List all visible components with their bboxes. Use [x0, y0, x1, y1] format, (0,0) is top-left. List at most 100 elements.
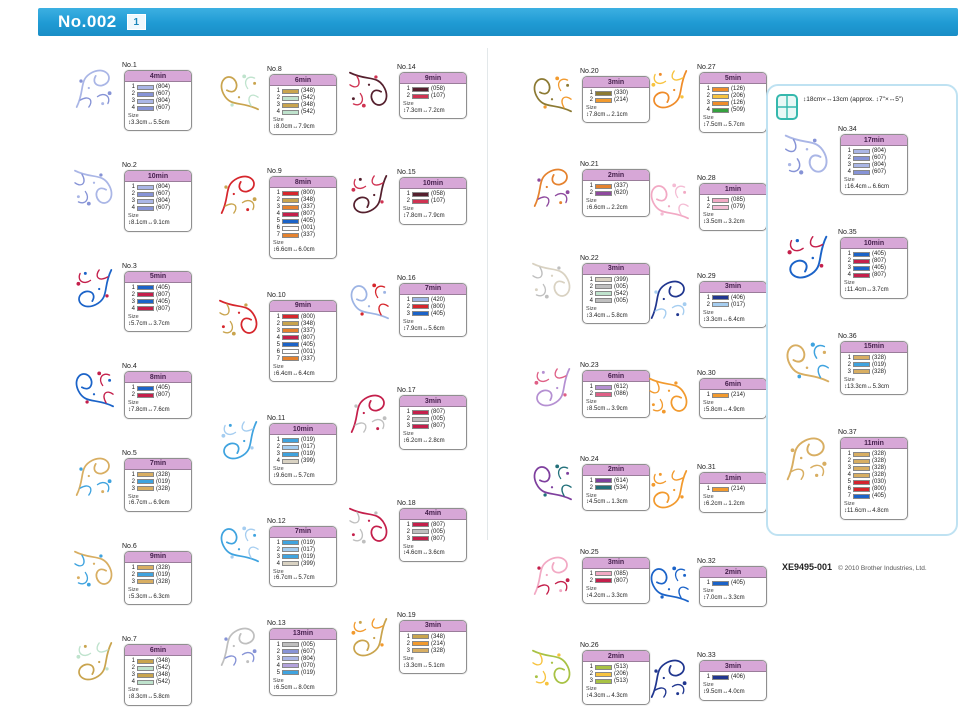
size-label: Size [273, 363, 284, 370]
color-code: (019) [156, 571, 171, 578]
design-card: 2min 1(513)2(206)3(513) Size ↕4.3cm↔4.3c… [582, 650, 650, 705]
design-card: 17min 1(804)2(607)3(804)4(607) Size ↕16.… [840, 134, 908, 196]
catalog-code: XE9495-001 [782, 562, 833, 572]
size-block: Size ↕5.7cm↔3.7cm [125, 313, 191, 331]
stitch-time-badge: 4min [400, 508, 466, 520]
size-label: Size [128, 213, 139, 220]
color-code: (614) [614, 477, 629, 484]
design-entry: No.16 7min 1(420)2(800)3(405) Size ↕7.9c… [343, 275, 467, 338]
design-column-3: No.14 9min 1(058)2(107) Size ↕7.3cm↔7.2c… [343, 64, 467, 675]
thread-color-list: 1(612)2(086) [583, 382, 649, 397]
color-swatch [137, 84, 154, 90]
design-number: No.27 [697, 64, 716, 71]
color-row: 4(807) [273, 335, 333, 341]
design-number: No.8 [267, 66, 282, 73]
color-code: (019) [156, 478, 171, 485]
color-number: 1 [406, 296, 410, 303]
stitch-time-badge: 3min [700, 661, 766, 673]
color-swatch [853, 479, 870, 485]
color-code: (800) [301, 313, 316, 320]
stitch-time-badge: 5min [700, 73, 766, 84]
color-number: 3 [847, 265, 851, 272]
design-card: 5min 1(405)2(807)3(405)4(807) Size ↕5.7c… [124, 270, 192, 333]
color-code: (107) [431, 93, 446, 99]
design-info: No.19 3min 1(348)2(214)3(328) Size ↕3.3c… [397, 612, 467, 675]
color-number: 2 [131, 478, 135, 485]
size-value: ↕13.3cm↔5.3cm [844, 383, 890, 390]
color-number: 3 [276, 102, 280, 108]
color-code: (206) [731, 93, 746, 99]
color-swatch [282, 204, 299, 210]
page-header-bar: No.002 1 [38, 8, 958, 36]
color-swatch [595, 97, 612, 103]
color-swatch [137, 105, 154, 111]
size-block: Size ↕7.8cm↔2.1cm [583, 104, 649, 122]
size-label: Size [128, 687, 139, 694]
size-block: Size ↕4.2cm↔3.3cm [583, 585, 649, 603]
color-code: (337) [301, 232, 316, 239]
size-block: Size ↕6.6cm↔2.2cm [583, 197, 649, 215]
design-thumbnail [778, 229, 836, 287]
design-number: No.6 [122, 542, 137, 550]
color-number: 4 [276, 109, 280, 115]
color-number: 3 [589, 290, 593, 297]
size-label: Size [403, 655, 414, 662]
color-code: (807) [431, 423, 446, 430]
color-code: (542) [156, 679, 171, 686]
color-code: (804) [872, 148, 887, 154]
color-swatch [137, 198, 154, 204]
color-number: 4 [847, 272, 851, 279]
color-swatch [282, 540, 299, 545]
thread-color-list: 1(348)2(214)3(328) [400, 632, 466, 654]
color-code: (509) [731, 107, 746, 113]
design-thumbnail [68, 162, 120, 214]
size-block: Size ↕6.6cm↔6.0cm [270, 239, 336, 257]
size-value: ↕8.1cm↔9.1cm [128, 220, 170, 227]
color-row: 7(337) [273, 356, 333, 362]
color-code: (405) [872, 493, 887, 500]
design-number: No.23 [580, 362, 599, 370]
color-row: 4(807) [128, 306, 188, 312]
color-row: 1(005) [273, 642, 333, 648]
color-number: 1 [706, 486, 710, 493]
stitch-time-badge: 10min [270, 424, 336, 436]
size-value: ↕6.7cm↔6.9cm [128, 500, 170, 507]
color-code: (804) [156, 84, 171, 90]
design-entry: No.2 10min 1(804)2(607)3(804)4(607) Size… [68, 162, 192, 232]
color-code: (406) [731, 294, 746, 301]
thread-color-list: 1(807)2(005)3(807) [400, 520, 466, 542]
size-value: ↕11.4cm↔3.7cm [844, 287, 889, 294]
color-code: (405) [301, 341, 316, 348]
color-code: (405) [156, 284, 171, 291]
color-number: 6 [276, 225, 280, 232]
color-swatch [137, 672, 154, 678]
thread-color-list: 1(337)2(620) [583, 181, 649, 196]
color-code: (399) [614, 276, 629, 283]
color-number: 1 [406, 191, 410, 198]
color-swatch [853, 272, 870, 278]
color-row: 1(800) [273, 314, 333, 320]
page-footer: XE9495-001 © 2010 Brother Industries, Lt… [782, 562, 927, 572]
color-swatch [853, 265, 870, 271]
color-number: 6 [847, 486, 851, 493]
color-number: 1 [406, 409, 410, 416]
design-info: No.4 8min 1(405)2(807) Size ↕7.8cm↔7.6cm [122, 363, 192, 419]
color-row: 1(800) [273, 190, 333, 196]
color-number: 4 [131, 305, 135, 312]
design-number: No.37 [838, 429, 857, 437]
color-swatch [137, 205, 154, 211]
color-number: 7 [276, 232, 280, 239]
color-swatch [282, 554, 299, 559]
color-code: (607) [156, 191, 171, 198]
color-number: 1 [131, 658, 135, 665]
color-code: (019) [301, 669, 316, 676]
color-swatch [137, 191, 154, 197]
color-number: 3 [131, 198, 135, 205]
size-block: Size ↕3.3cm↔5.1cm [400, 655, 466, 673]
design-info: No.12 7min 1(019)2(017)3(019)4(399) Size… [267, 518, 337, 587]
color-swatch [595, 671, 612, 677]
stitch-time-badge: 3min [583, 77, 649, 88]
color-number: 2 [589, 391, 593, 398]
size-label: Size [844, 501, 855, 508]
color-row: 2(348) [273, 197, 333, 203]
